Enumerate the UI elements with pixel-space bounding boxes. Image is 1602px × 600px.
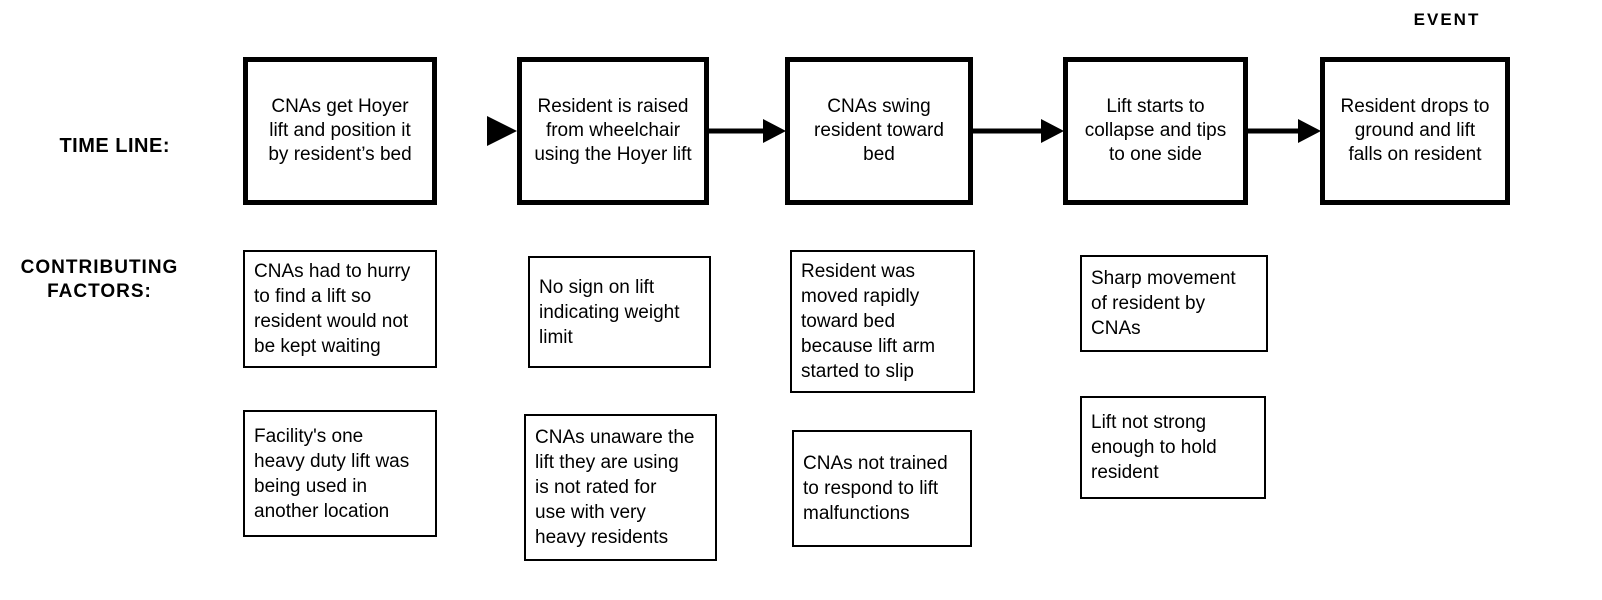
contributing-factors-label: CONTRIBUTING FACTORS:: [20, 257, 179, 302]
arrow-step4-to-step5: [1248, 119, 1321, 143]
factor-box-step3-a: Resident was moved rapidly toward bed be…: [790, 250, 975, 393]
arrow-step3-to-step4: [973, 119, 1064, 143]
factor-box-step2-b: CNAs unaware the lift they are using is …: [524, 414, 717, 561]
arrow-step2-to-step3: [708, 119, 786, 143]
timeline-label: TIME LINE:: [59, 135, 170, 157]
factor-box-step4-a: Sharp movement of resident by CNAs: [1080, 255, 1268, 352]
factor-box-step2-a: No sign on lift indicating weight limit: [528, 256, 711, 368]
factor-box-step1-b: Facility's one heavy duty lift was being…: [243, 410, 437, 537]
factor-box-step4-b: Lift not strong enough to hold resident: [1080, 396, 1266, 499]
event-label: EVENT: [1413, 10, 1481, 29]
timeline-step-3-box: CNAs swing resident toward bed: [785, 57, 973, 205]
timeline-step-4-box: Lift starts to collapse and tips to one …: [1063, 57, 1248, 205]
arrow-step1-to-step2: [487, 116, 517, 146]
timeline-step-2-box: Resident is raised from wheelchair using…: [517, 57, 709, 205]
timeline-step-5-box: Resident drops to ground and lift falls …: [1320, 57, 1510, 205]
timeline-step-1-box: CNAs get Hoyer lift and position it by r…: [243, 57, 437, 205]
factor-box-step1-a: CNAs had to hurry to find a lift so resi…: [243, 250, 437, 368]
factor-box-step3-b: CNAs not trained to respond to lift malf…: [792, 430, 972, 547]
